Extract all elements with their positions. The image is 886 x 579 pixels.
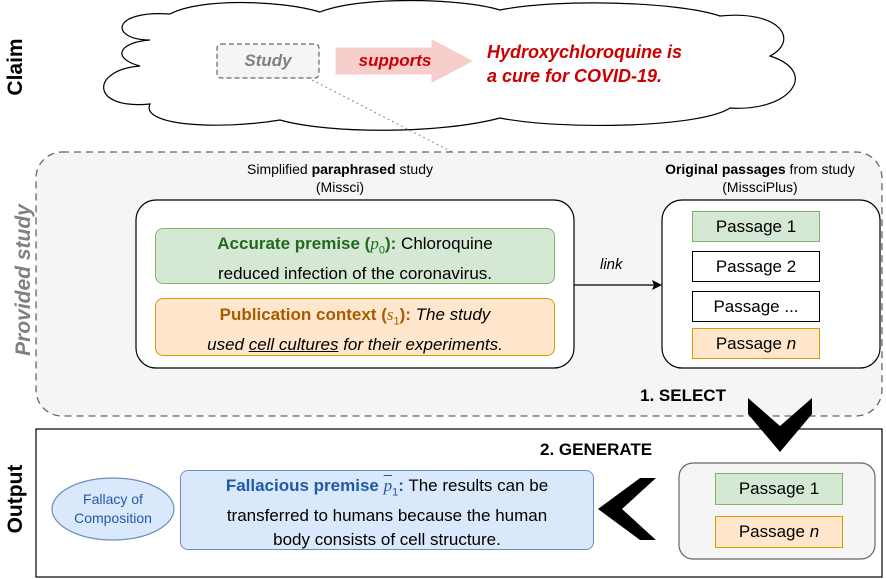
accurate-premise-close: ): <box>384 234 397 253</box>
study-box-outline <box>216 43 320 79</box>
fallacious-premise-subscript: 1 <box>392 486 399 499</box>
context-text2-pre: used <box>207 335 249 355</box>
fallacy-label: Fallacy of Composition <box>52 489 174 529</box>
context-subscript: 1 <box>393 315 400 328</box>
selected-passage-n-var: n <box>809 522 820 541</box>
fallacy-line1: Fallacy of <box>83 491 143 507</box>
link-label: link <box>600 256 623 273</box>
context-text2-post: for their experiments. <box>338 335 503 355</box>
selected-passage-1: Passage 1 <box>715 473 843 505</box>
section-label-output: Output <box>4 464 27 534</box>
section-label-claim: Claim <box>4 38 27 96</box>
left-header-bold: paraphrased <box>311 161 396 177</box>
fallacious-premise-label: Fallacious premise <box>225 476 384 495</box>
accurate-premise-symbol: p <box>370 234 379 253</box>
right-header-suffix: from study <box>785 161 855 177</box>
context-text1: The study <box>410 305 491 324</box>
left-header-sub: (Missci) <box>315 179 365 195</box>
selected-passage-n: Passage n <box>715 516 843 548</box>
link-arrow-head <box>652 280 662 290</box>
passage-2: Passage 2 <box>692 251 820 282</box>
generate-chevron-icon <box>598 478 656 540</box>
passage-1: Passage 1 <box>692 211 820 242</box>
original-passages-header: Original passages from study (MissciPlus… <box>640 160 880 196</box>
fallacious-premise-colon: : <box>398 476 404 495</box>
context-close: ): <box>399 305 411 324</box>
fallacious-premise-text1: The results can be <box>403 476 549 495</box>
study-label: Study <box>244 51 292 70</box>
accurate-premise-box: Accurate premise (p0): Chloroquine reduc… <box>155 228 555 284</box>
study-connector-line <box>311 79 453 153</box>
fallacious-premise-text3: body consists of cell structure. <box>273 530 501 550</box>
supports-label: supports <box>358 51 432 70</box>
fallacious-premise-box: Fallacious premise p1: The results can b… <box>180 470 594 550</box>
passage-n-prefix: Passage <box>715 333 787 353</box>
context-label: Publication context ( <box>219 305 387 324</box>
fallacy-line2: Composition <box>74 510 152 526</box>
supports-arrow-shape <box>335 39 474 83</box>
fallacy-ellipse <box>51 477 175 541</box>
claim-text: Hydroxychloroquine is a cure for COVID-1… <box>487 40 747 88</box>
fallacious-premise-symbol: p <box>383 476 393 495</box>
left-header-prefix: Simplified <box>247 161 312 177</box>
select-chevron-icon <box>748 398 812 452</box>
passage-n: Passage n <box>692 328 820 359</box>
selected-passage-n-prefix: Passage <box>738 522 810 541</box>
left-header-suffix: study <box>395 161 433 177</box>
accurate-premise-text1: Chloroquine <box>396 234 493 253</box>
accurate-premise-subscript: 0 <box>378 244 385 257</box>
step-generate: 2. GENERATE <box>540 440 653 459</box>
publication-context-box: Publication context (s1): The study used… <box>155 298 555 356</box>
section-label-provided-study: Provided study <box>12 204 35 356</box>
passage-n-var: n <box>786 333 797 353</box>
right-header-bold: Original passages <box>665 161 786 177</box>
right-header-sub: (MissciPlus) <box>722 179 798 195</box>
context-text2-underlined: cell cultures <box>248 335 339 355</box>
claim-text-line2: a cure for COVID-19. <box>487 66 663 86</box>
accurate-premise-text2: reduced infection of the coronavirus. <box>217 264 493 284</box>
original-passages-box <box>661 199 881 369</box>
context-symbol: s <box>386 305 394 324</box>
step-select: 1. SELECT <box>640 386 726 405</box>
passage-ellipsis: Passage ... <box>692 291 820 322</box>
claim-text-line1: Hydroxychloroquine is <box>487 42 683 62</box>
accurate-premise-label: Accurate premise ( <box>217 234 371 253</box>
fallacious-premise-text2: transferred to humans because the human <box>226 506 548 526</box>
paraphrased-study-header: Simplified paraphrased study (Missci) <box>200 160 480 196</box>
